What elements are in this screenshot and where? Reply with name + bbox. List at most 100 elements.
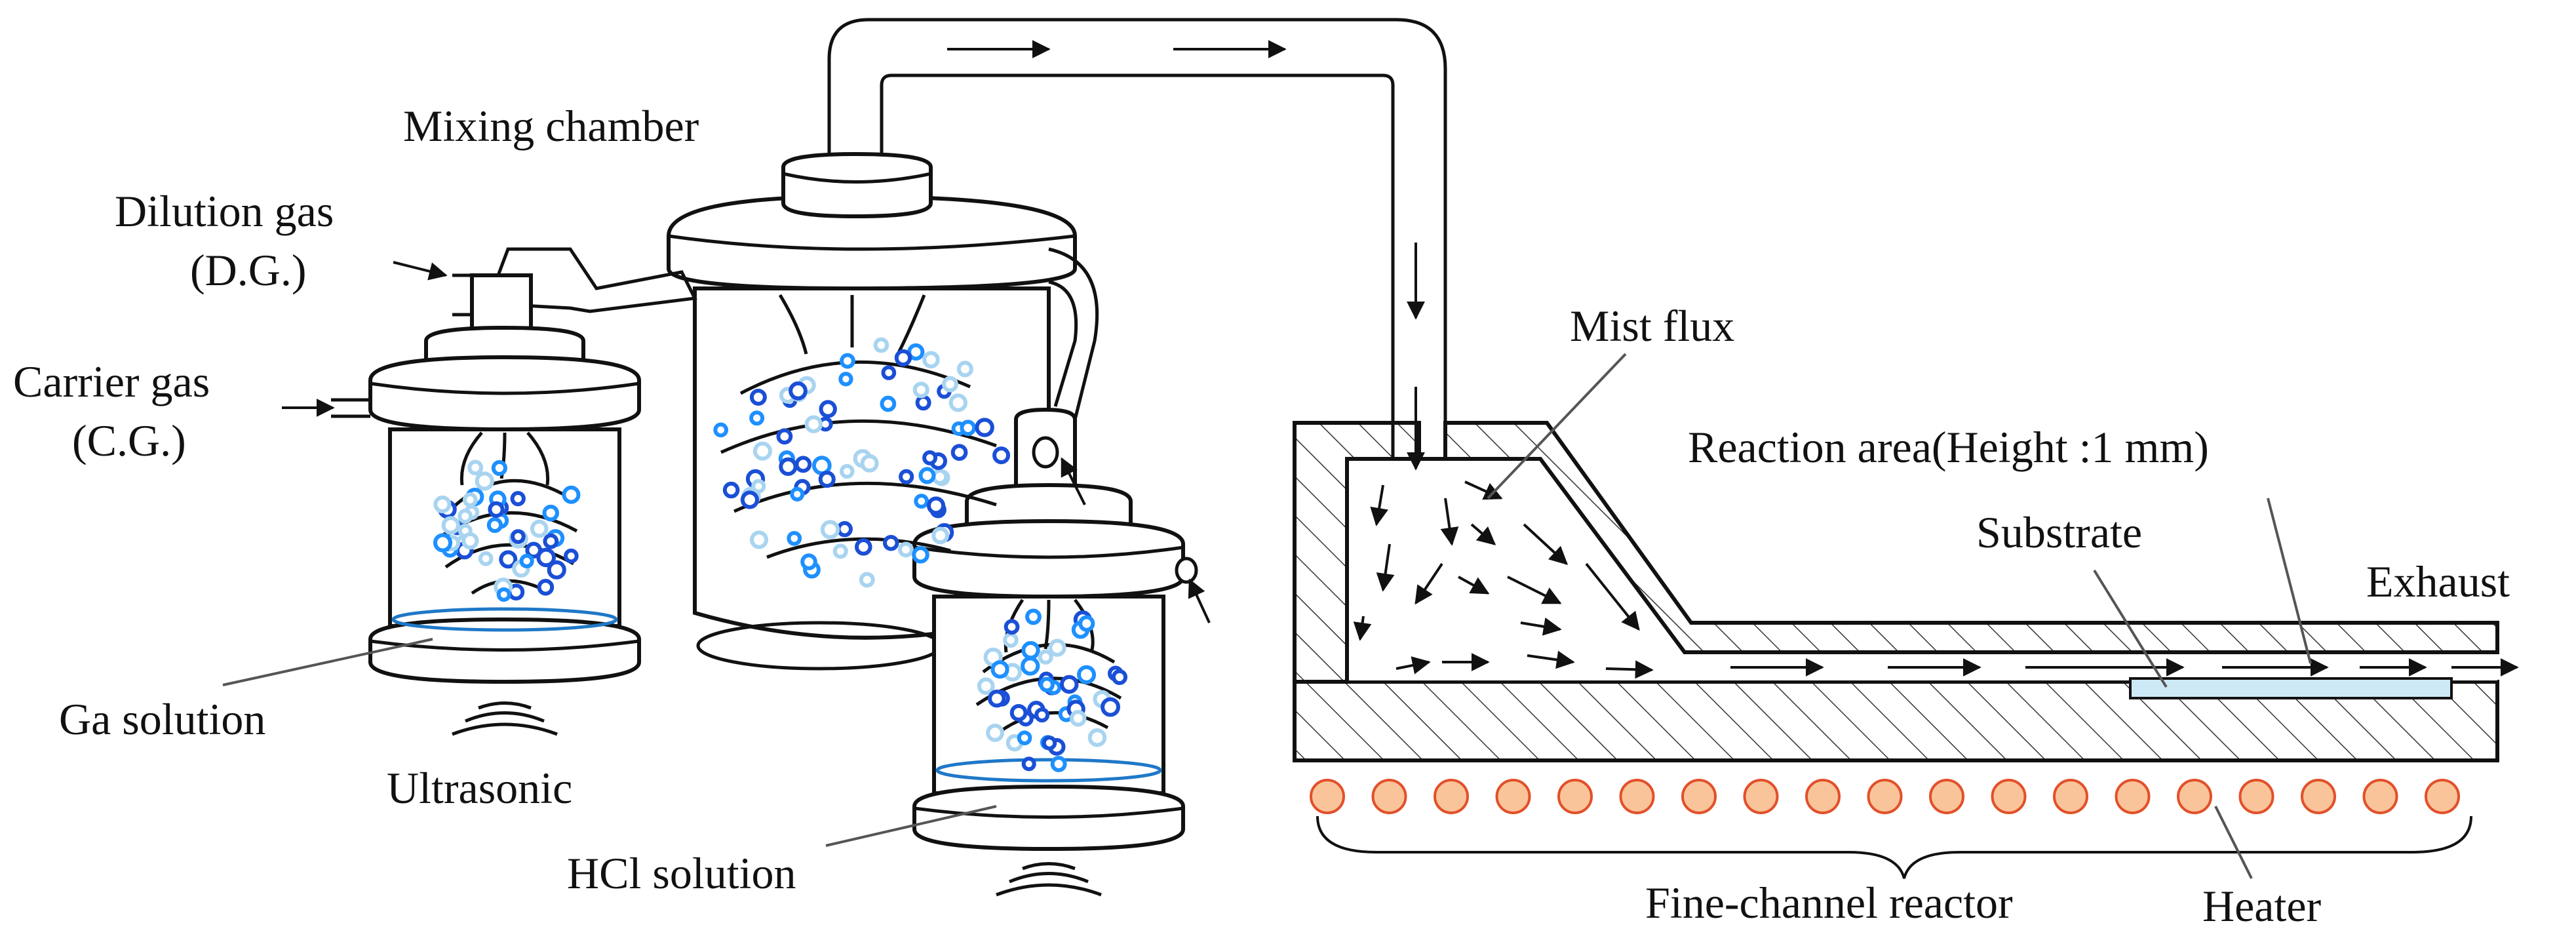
- mist-flow-arrow: [1376, 543, 1395, 592]
- heater-element: [2362, 779, 2398, 814]
- mist-droplet: [1021, 656, 1040, 676]
- mist-droplet: [510, 490, 526, 507]
- reactor-brace: [1316, 815, 2472, 879]
- mist-droplet: [912, 546, 929, 564]
- mist-droplet: [1025, 608, 1042, 625]
- mist-droplet: [1111, 669, 1128, 685]
- mist-droplet: [960, 420, 977, 437]
- mist-droplet: [840, 463, 855, 479]
- mist-droplet: [975, 418, 994, 437]
- mist-droplet: [536, 547, 556, 568]
- hcl-vessel: [912, 407, 1198, 852]
- mist-droplet: [1034, 707, 1050, 723]
- mist-droplet: [491, 460, 507, 477]
- heater-element: [1929, 779, 1964, 814]
- flow-arrows: [282, 40, 2519, 677]
- heater-element: [1743, 779, 1779, 814]
- mist-droplet: [441, 516, 460, 535]
- heater-element: [2301, 779, 2336, 814]
- leader-lines: [222, 353, 2312, 879]
- mist-droplet: [912, 382, 929, 399]
- mist-droplet: [1078, 615, 1095, 632]
- mist-flow-arrow: [1523, 523, 1569, 565]
- mist-droplet: [915, 395, 931, 411]
- ultrasonic-label: Ultrasonic: [387, 763, 572, 813]
- heater-element: [1619, 779, 1655, 814]
- mist-droplet: [519, 553, 534, 568]
- mixing-chamber-lid-line: [668, 234, 1076, 251]
- mist-droplet: [713, 422, 729, 438]
- mist-droplet: [988, 689, 1006, 708]
- heater-element: [1867, 779, 1903, 814]
- mist-droplet: [914, 494, 929, 509]
- heater-element: [2425, 779, 2460, 814]
- mist-droplet: [1009, 703, 1028, 722]
- mist-droplet: [749, 410, 765, 426]
- mist-droplet: [804, 415, 823, 433]
- mist-droplet: [956, 361, 973, 378]
- mist-droplet: [433, 495, 452, 513]
- mist-droplet: [542, 504, 559, 522]
- heater-label: Heater: [2202, 881, 2322, 931]
- mist-droplet: [776, 428, 793, 445]
- heater-element: [2238, 779, 2274, 814]
- mist-flow-arrow: [1585, 562, 1640, 631]
- dilution-gas-label: Dilution gas: [115, 186, 334, 236]
- mist-droplet: [883, 534, 899, 551]
- substrate-label: Substrate: [1976, 507, 2142, 557]
- mixing-chamber-neck: [781, 151, 933, 219]
- mist-droplets: [433, 337, 1128, 772]
- mist-flux-leader: [1487, 353, 1627, 500]
- mist-flow-arrow: [1527, 650, 1575, 669]
- reactor-bottom-wall: [1293, 680, 2499, 762]
- heater-element: [1557, 779, 1593, 814]
- transfer-pipe: [827, 18, 1447, 459]
- mist-droplet: [511, 529, 526, 544]
- dilution-gas-arrow: [393, 261, 448, 281]
- mist-droplet: [922, 450, 938, 465]
- mist-droplet: [564, 548, 579, 564]
- mist-droplet: [836, 520, 853, 538]
- mist-droplet: [1039, 677, 1055, 693]
- mist-droplet: [927, 496, 946, 515]
- carrier-gas-abbr-label: (C.G.): [72, 416, 186, 465]
- mist-droplet: [819, 400, 837, 418]
- hcl-solution-leader: [825, 805, 997, 847]
- hcl-solution-label: HCl solution: [567, 848, 796, 898]
- mist-droplet: [749, 530, 769, 549]
- hcl-vessel-port: [1175, 557, 1198, 584]
- mixing-chamber-lid: [667, 194, 1077, 291]
- heater-element: [1991, 779, 2027, 814]
- mist-droplet: [488, 501, 505, 518]
- reaction-area-label: Reaction area(Height :1 mm): [1688, 422, 2209, 472]
- mist-droplet: [860, 454, 879, 473]
- mist-droplet: [881, 365, 897, 380]
- mist-droplet: [990, 660, 1009, 679]
- mist-droplet: [787, 530, 802, 546]
- heater-element: [2115, 779, 2151, 814]
- mist-droplet: [986, 723, 1005, 742]
- mist-flow-arrow: [1458, 576, 1490, 595]
- mist-droplet: [840, 353, 855, 369]
- mist-droplet: [751, 479, 766, 494]
- mist-droplet: [873, 337, 889, 353]
- mist-droplet: [475, 471, 494, 491]
- ga-vessel-lid-line: [370, 382, 640, 395]
- mist-droplet: [859, 572, 875, 588]
- hcl-solution-surface: [935, 758, 1162, 783]
- mist-droplet: [543, 533, 559, 549]
- mist-droplet: [931, 526, 950, 545]
- heater-element: [2053, 779, 2088, 814]
- mist-droplet: [530, 519, 549, 538]
- mist-droplet: [899, 469, 914, 484]
- mist-droplet: [832, 543, 848, 559]
- mist-droplet: [749, 389, 767, 406]
- mist-droplet: [478, 551, 494, 566]
- heater-element: [1434, 779, 1469, 814]
- reaction-area-leader: [2267, 498, 2312, 664]
- pipe-inner: [880, 73, 1395, 459]
- dilution-gas-abbr-label: (D.G.): [190, 245, 307, 295]
- mist-droplet: [547, 560, 566, 579]
- mist-flow-arrow: [1415, 562, 1443, 605]
- mist-droplet: [942, 376, 958, 393]
